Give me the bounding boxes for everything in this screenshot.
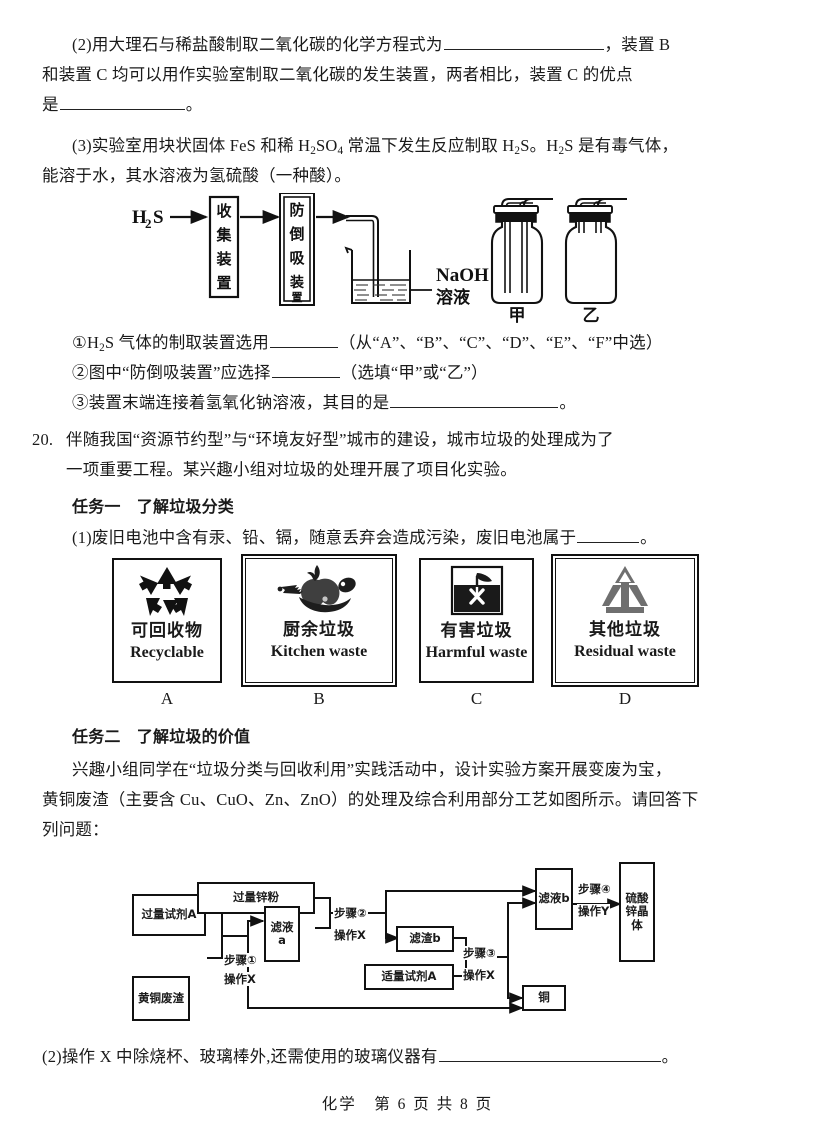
q20-number: 20. bbox=[32, 430, 54, 449]
residual-waste-icon bbox=[597, 562, 653, 618]
svg-text:收: 收 bbox=[216, 202, 231, 220]
svg-text:倒: 倒 bbox=[288, 225, 304, 243]
task2-line2: 黄铜废渣（主要含 Cu、CuO、Zn、ZnO）的处理及综合利用部分工艺如图所示。… bbox=[42, 790, 699, 809]
answer-blank[interactable] bbox=[577, 528, 640, 543]
q19-item2-b: （选填“甲”或“乙”） bbox=[340, 363, 488, 382]
q19-part2-line1: (2)用大理石与稀盐酸制取二氧化碳的化学方程式为 ，装置 B bbox=[72, 30, 670, 60]
harmful-waste-icon bbox=[448, 563, 506, 619]
waste-card-en-label: Kitchen waste bbox=[270, 643, 368, 660]
flow-label-step2-line2: 操作X bbox=[333, 928, 367, 942]
flow-label-step4-line2: 操作Y bbox=[577, 904, 611, 918]
flow-box-residue-b: 滤渣b bbox=[396, 926, 454, 952]
svg-text:乙: 乙 bbox=[583, 306, 600, 323]
q20-stem-line2: 一项重要工程。某兴趣小组对垃圾的处理开展了项目化实验。 bbox=[66, 460, 517, 479]
q19-part2-line3-b: 。 bbox=[185, 95, 203, 114]
waste-card-cn-label: 可回收物 bbox=[131, 621, 203, 641]
q19-item3: ③装置末端连接着氢氧化钠溶液，其目的是 。 bbox=[72, 388, 576, 418]
hydrogen-sulfide-apparatus-figure: H 2 S 收 集 装 置 防 倒 吸 装 置 bbox=[110, 192, 680, 326]
waste-category-cards: 可回收物 Recyclable A bbox=[112, 554, 699, 708]
svg-text:防: 防 bbox=[289, 201, 304, 219]
task1-question1: (1)废旧电池中含有汞、铅、镉，随意丢弃会造成污染，废旧电池属于 。 bbox=[72, 523, 657, 553]
flow-box-excess-reagent-a: 过量试剂A bbox=[132, 894, 206, 936]
answer-blank[interactable] bbox=[390, 393, 559, 408]
task2-question2: (2)操作 X 中除烧杯、玻璃棒外,还需使用的玻璃仪器有 。 bbox=[42, 1042, 678, 1072]
q19-item1: ①H2S 气体的制取装置选用（从“A”、“B”、“C”、“D”、“E”、“F”中… bbox=[72, 333, 663, 354]
svg-text:装: 装 bbox=[215, 250, 232, 268]
svg-text:装: 装 bbox=[289, 274, 305, 291]
svg-text:甲: 甲 bbox=[509, 306, 526, 323]
waste-card-en-label: Residual waste bbox=[574, 643, 676, 660]
waste-card-a[interactable]: 可回收物 Recyclable bbox=[112, 558, 222, 683]
task1-q1-b: 。 bbox=[640, 528, 657, 547]
task2-q2-a: (2)操作 X 中除烧杯、玻璃棒外,还需使用的玻璃仪器有 bbox=[42, 1047, 438, 1066]
q19-part2-text-b: ，装置 B bbox=[604, 35, 671, 54]
svg-text:吸: 吸 bbox=[289, 249, 305, 267]
flow-box-excess-zinc-powder: 过量锌粉 bbox=[197, 882, 315, 914]
flow-box-zinc-sulfate-crystal: 硫酸锌晶体 bbox=[619, 862, 655, 962]
waste-card-cn-label: 厨余垃圾 bbox=[283, 620, 355, 640]
flow-label-step1-line2: 操作X bbox=[223, 972, 257, 986]
q19-item3-a: ③装置末端连接着氢氧化钠溶液，其目的是 bbox=[72, 393, 390, 412]
answer-blank[interactable] bbox=[271, 363, 340, 378]
q19-part2-line3-a: 是 bbox=[42, 95, 59, 114]
flow-box-brass-slag: 黄铜废渣 bbox=[132, 976, 190, 1021]
q19-part3-line1: (3)实验室用块状固体 FeS 和稀 H2SO4 常温下发生反应制取 H2S。H… bbox=[72, 136, 679, 157]
svg-text:S: S bbox=[153, 207, 164, 228]
flow-label-step3-line1: 步骤③ bbox=[462, 946, 497, 960]
svg-text:置: 置 bbox=[292, 291, 303, 304]
food-scraps-icon bbox=[273, 562, 365, 618]
flow-box-proper-reagent-a: 适量试剂A bbox=[364, 964, 454, 990]
page-footer: 化学 第 6 页 共 8 页 bbox=[321, 1096, 494, 1113]
q19-part2-text-a: (2)用大理石与稀盐酸制取二氧化碳的化学方程式为 bbox=[72, 35, 443, 54]
recycle-icon bbox=[138, 563, 196, 619]
task1-q1-a: (1)废旧电池中含有汞、铅、镉，随意丢弃会造成污染，废旧电池属于 bbox=[72, 528, 577, 547]
q19-item3-b: 。 bbox=[559, 393, 577, 412]
flow-label-step3-line2: 操作X bbox=[462, 968, 496, 982]
task2-line3: 列问题： bbox=[42, 820, 109, 839]
answer-blank[interactable] bbox=[438, 1047, 661, 1062]
svg-text:溶液: 溶液 bbox=[436, 287, 470, 308]
flow-label-step2-line1: 步骤② bbox=[333, 906, 368, 920]
q19-part2-line3: 是。 bbox=[42, 90, 202, 120]
brass-slag-process-flowchart: 过量试剂A 黄铜废渣 过量锌粉 滤液a 滤渣b 适量试剂A 滤液b 铜 硫酸锌晶… bbox=[130, 858, 660, 1033]
q19-part2-line2: 和装置 C 均可以用作实验室制取二氧化碳的发生装置，两者相比，装置 C 的优点 bbox=[42, 65, 633, 84]
flow-label-step4-line1: 步骤④ bbox=[577, 882, 612, 896]
task1-heading: 任务一 了解垃圾分类 bbox=[72, 497, 235, 516]
task2-heading: 任务二 了解垃圾的价值 bbox=[72, 727, 251, 746]
answer-blank[interactable] bbox=[269, 333, 338, 348]
waste-card-letter-d: D bbox=[618, 689, 632, 708]
svg-text:置: 置 bbox=[216, 274, 231, 292]
task2-q2-b: 。 bbox=[661, 1047, 679, 1066]
q20-stem-line1: 伴随我国“资源节约型”与“环境友好型”城市的建设，城市垃圾的处理成为了 bbox=[66, 430, 614, 449]
flow-box-filtrate-a: 滤液a bbox=[264, 906, 300, 962]
q19-item2-a: ②图中“防倒吸装置”应选择 bbox=[72, 363, 271, 382]
waste-card-letter-b: B bbox=[313, 689, 325, 708]
svg-text:集: 集 bbox=[215, 226, 232, 244]
svg-text:2: 2 bbox=[145, 216, 152, 231]
flow-box-filtrate-b: 滤液b bbox=[535, 868, 573, 930]
answer-blank[interactable] bbox=[59, 95, 185, 110]
task2-line1: 兴趣小组同学在“垃圾分类与回收利用”实践活动中，设计实验方案开展变废为宝， bbox=[72, 760, 672, 779]
flow-label-step1-line1: 步骤① bbox=[223, 953, 258, 967]
flow-box-copper: 铜 bbox=[522, 985, 566, 1011]
waste-card-letter-c: C bbox=[470, 689, 483, 708]
waste-card-d[interactable]: 其他垃圾 Residual waste bbox=[551, 554, 699, 687]
waste-card-letter-a: A bbox=[160, 689, 174, 708]
waste-card-c[interactable]: 有害垃圾 Harmful waste bbox=[419, 558, 534, 683]
answer-blank[interactable] bbox=[443, 35, 604, 50]
svg-text:H: H bbox=[132, 207, 147, 228]
waste-card-cn-label: 有害垃圾 bbox=[440, 621, 513, 641]
svg-text:NaOH: NaOH bbox=[436, 265, 489, 286]
q19-part3-line2: 能溶于水，其水溶液为氢硫酸（一种酸）。 bbox=[42, 166, 352, 185]
waste-card-b[interactable]: 厨余垃圾 Kitchen waste bbox=[241, 554, 397, 687]
waste-card-cn-label: 其他垃圾 bbox=[589, 620, 661, 640]
q19-item1-b: （从“A”、“B”、“C”、“D”、“E”、“F”中选） bbox=[338, 333, 663, 352]
waste-card-en-label: Recyclable bbox=[130, 644, 204, 661]
q19-item2: ②图中“防倒吸装置”应选择 （选填“甲”或“乙”） bbox=[72, 358, 488, 388]
waste-card-en-label: Harmful waste bbox=[425, 644, 528, 661]
